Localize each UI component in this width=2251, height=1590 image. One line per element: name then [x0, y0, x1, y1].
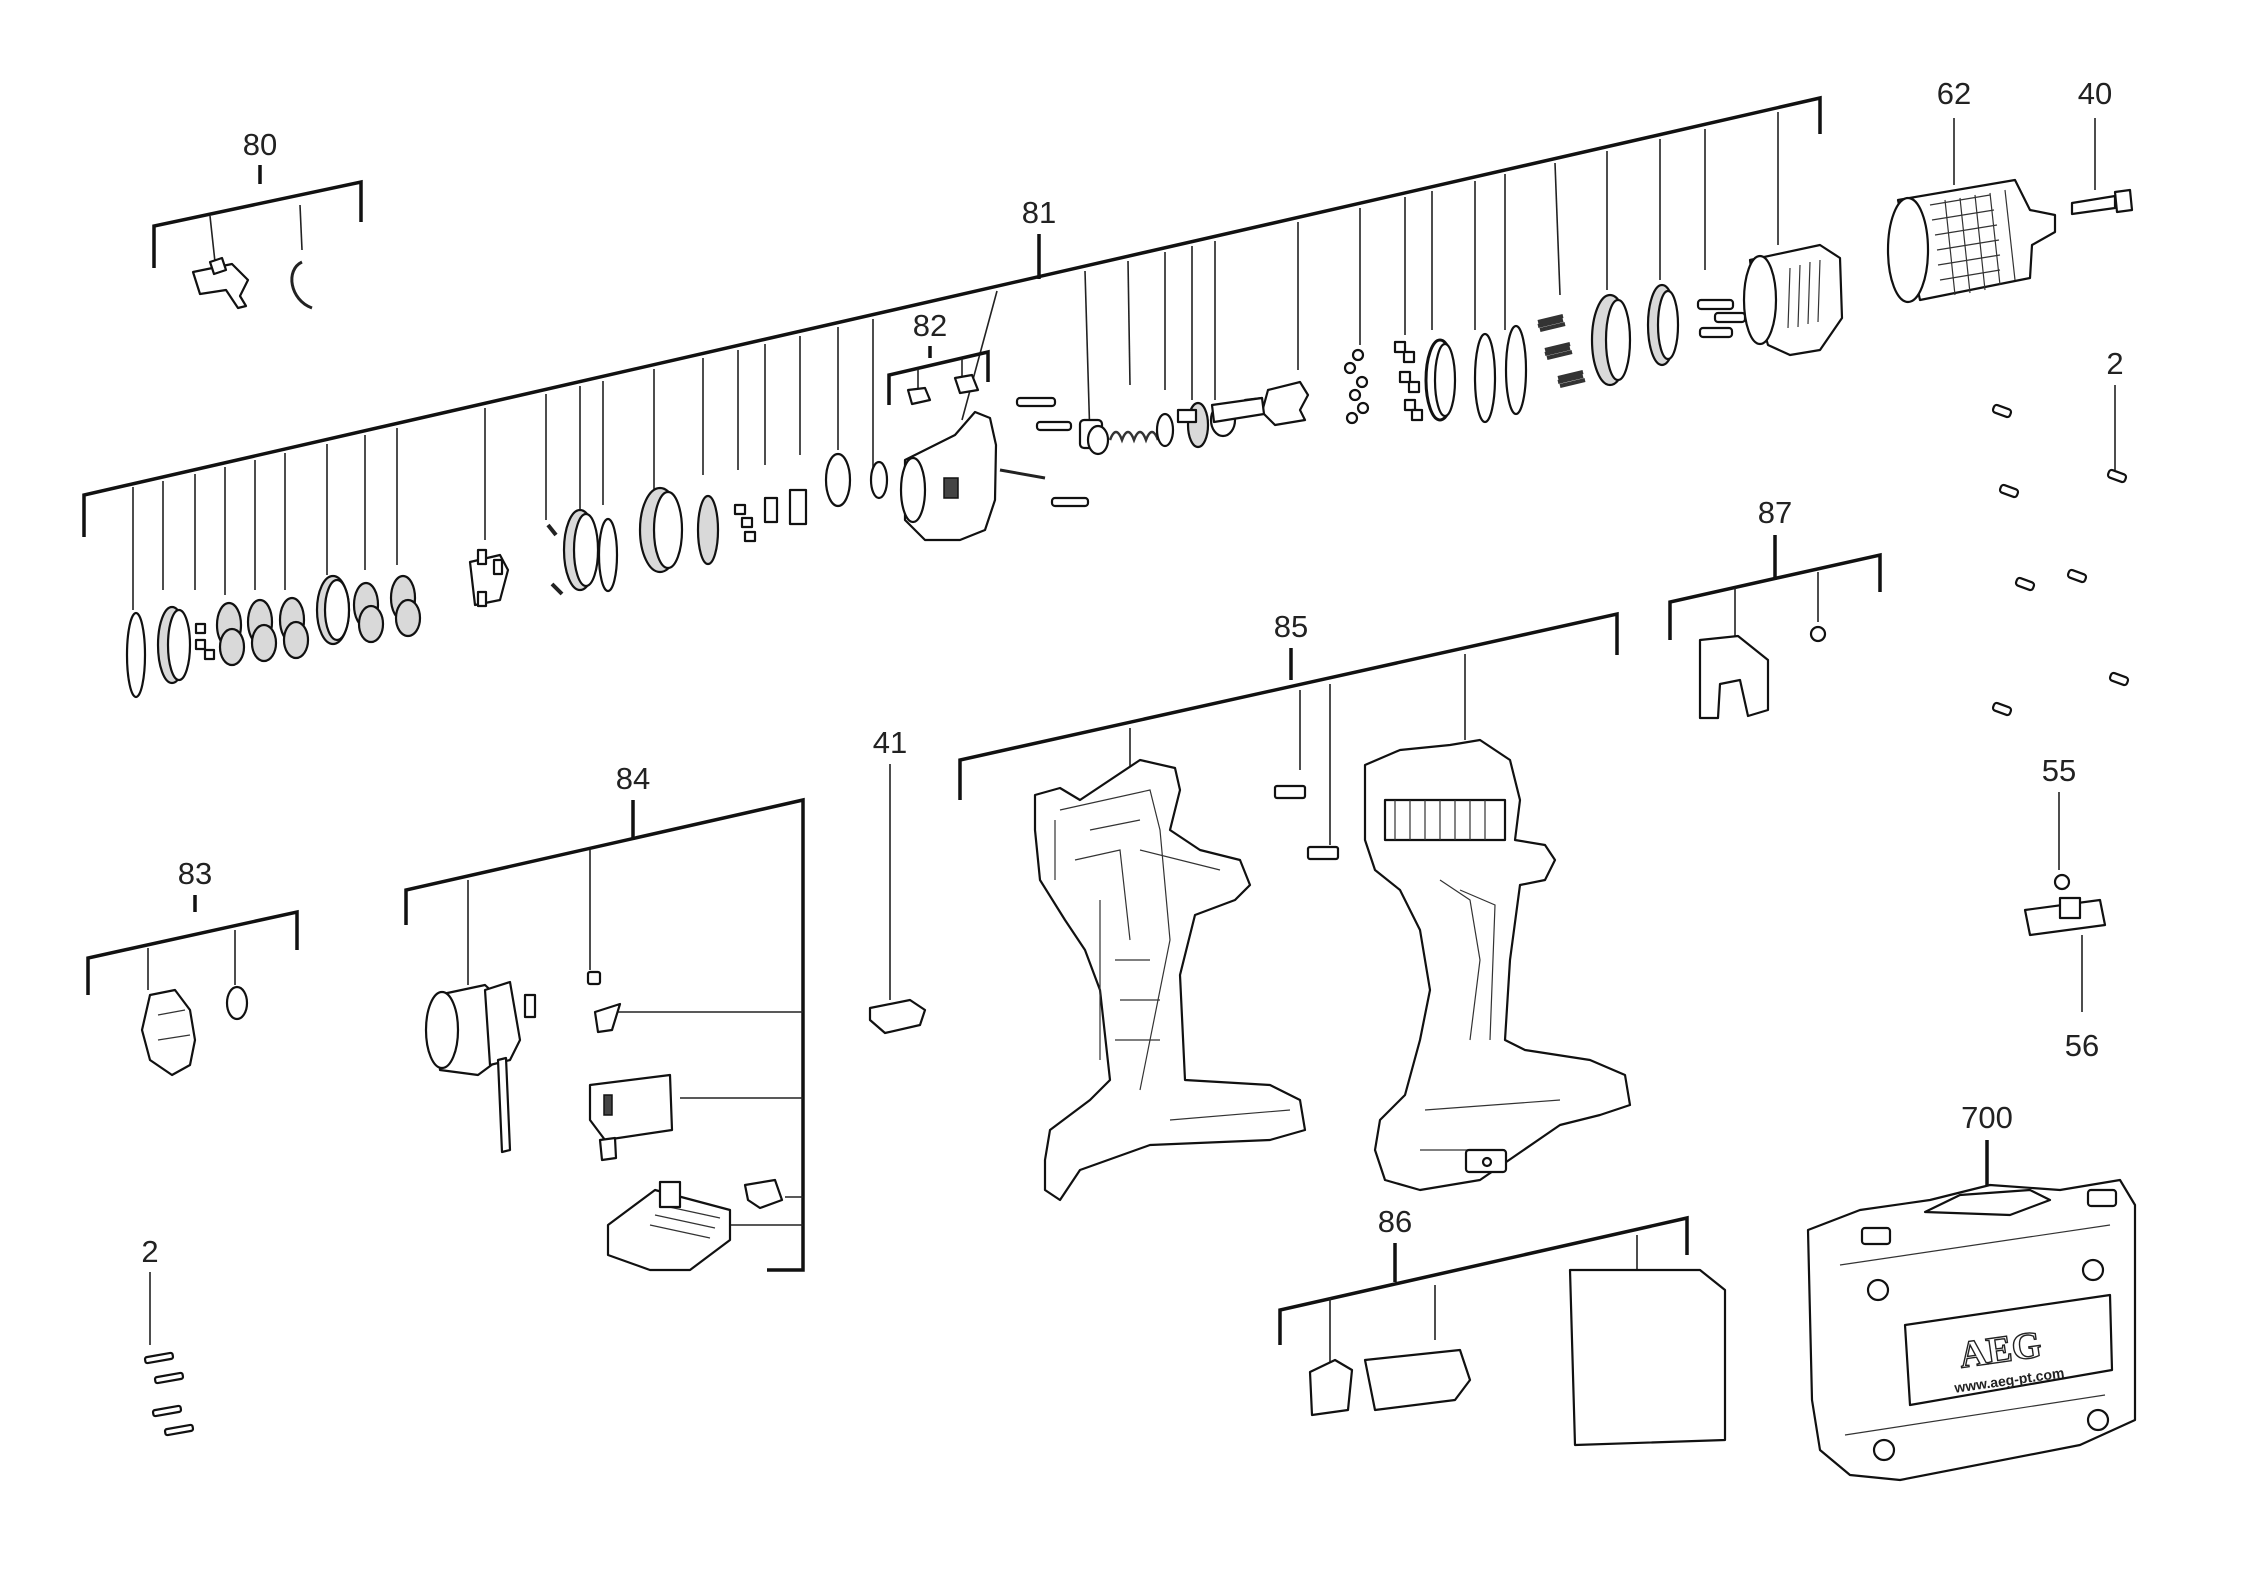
case-latch: [1860, 1226, 1892, 1246]
gear-ring-large: [572, 512, 600, 588]
clutch-springs-set: [1537, 314, 1586, 388]
callout-40: 40: [2078, 76, 2112, 111]
callout-82: 82: [913, 308, 947, 343]
gear-housing: [899, 410, 1046, 542]
direction-switch-part: [140, 988, 197, 1077]
bracket-85: [958, 611, 1619, 845]
callout-86: 86: [1378, 1204, 1412, 1239]
bracket-81: [82, 95, 1822, 610]
belt-clip-part: [1698, 625, 1827, 720]
bracket-80: [152, 165, 363, 268]
callout-83: 83: [178, 856, 212, 891]
instruction-sheet: [1568, 1268, 1727, 1447]
callout-81: 81: [1022, 195, 1056, 230]
housing-half-left: [1033, 758, 1307, 1202]
part-41: [868, 764, 927, 1035]
bracket-87: [1668, 535, 1882, 640]
clutch-balls: [1343, 340, 1424, 425]
pin-block-2: [788, 488, 808, 526]
label-small: [1308, 1358, 1354, 1417]
wire-spring-part: [290, 260, 313, 310]
parts-55-56: [2023, 792, 2107, 1012]
bracket-86: [1278, 1215, 1689, 1365]
sun-gear-carrier: [323, 578, 351, 642]
washer-disc: [125, 611, 147, 699]
callout-84: 84: [616, 761, 650, 796]
pins-and-screws: [1015, 396, 1110, 508]
switch-lever-part: [191, 256, 250, 310]
motor-part: [424, 980, 537, 1154]
spindle: [1260, 380, 1310, 427]
controller-board-part: [606, 1180, 732, 1272]
lamp-part: [743, 1178, 784, 1210]
housing-half-right: [1363, 738, 1632, 1192]
clutch-springs: [1108, 380, 1310, 449]
gearbox-parts: [125, 452, 889, 699]
vent-grille: [1383, 798, 1507, 842]
bracket-84: [404, 797, 805, 1272]
clip-part-2: [953, 373, 980, 395]
thrust-washer: [824, 452, 852, 508]
clutch-rings: [1590, 283, 1747, 387]
case-label-panel: [1903, 1293, 2114, 1407]
callout-56: 56: [2065, 1028, 2099, 1063]
callout-55: 55: [2042, 753, 2076, 788]
coil-spring: [1108, 430, 1160, 444]
callout-2-screws: 2: [2106, 346, 2123, 381]
knob-part: [225, 985, 249, 1021]
screw-40: [2070, 118, 2134, 216]
washers: [1424, 324, 1528, 424]
screws-2-right: [1991, 385, 2130, 717]
planet-carrier: [696, 494, 720, 566]
bolts-2-left: [143, 1272, 195, 1437]
pin: [1015, 396, 1057, 408]
small-screw: [586, 970, 602, 986]
clutch-adjusting-ring: [1742, 243, 1844, 357]
keyless-chuck-62: [1886, 118, 2057, 304]
label-medium: [1363, 1348, 1472, 1412]
callout-2-bolts: 2: [141, 1234, 158, 1269]
internal-ring-gear: [652, 490, 684, 570]
callout-62: 62: [1937, 76, 1971, 111]
switch-trigger-part: [588, 1073, 674, 1162]
callout-labels: 80 81 82 62 40 2 87 85 41 84 83 55 56 70…: [141, 76, 2123, 1269]
carry-case-700: AEG www.aeg-pt.com: [1806, 1140, 2137, 1482]
pin: [1050, 496, 1090, 508]
ring-gear: [166, 608, 192, 682]
callout-41: 41: [873, 725, 907, 760]
o-ring: [597, 517, 619, 593]
housing-pin: [1273, 784, 1307, 800]
case-handle: [1923, 1188, 2052, 1217]
o-ring-large: [1473, 332, 1497, 424]
label-sheets-86: [1308, 1268, 1727, 1447]
callout-85: 85: [1274, 609, 1308, 644]
brush-clip: [593, 1002, 622, 1034]
clip-part-1: [906, 386, 932, 406]
pin-block-1: [763, 496, 779, 524]
housing-pin: [1306, 845, 1340, 861]
callout-80: 80: [243, 127, 277, 162]
bracket-83: [86, 895, 299, 995]
callout-700: 700: [1961, 1100, 2013, 1135]
case-latch: [2086, 1188, 2118, 1208]
callout-87: 87: [1758, 495, 1792, 530]
pin: [1035, 420, 1073, 432]
